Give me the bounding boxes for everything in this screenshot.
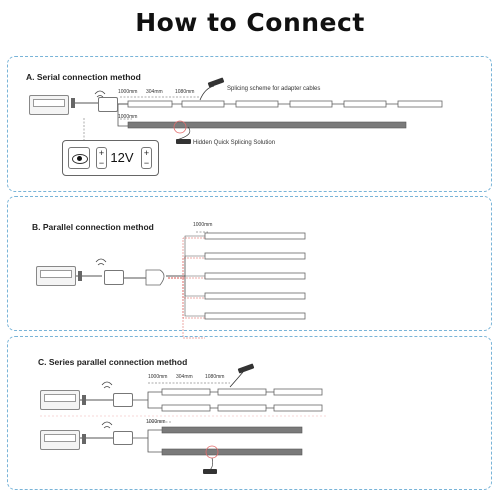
dim-label-1: 1000mm — [118, 89, 138, 95]
hidden-strip — [127, 121, 407, 129]
polarity-left: +− — [96, 147, 107, 169]
voltage-label: 12V — [110, 150, 134, 165]
page-title: How to Connect — [135, 8, 365, 37]
dim-label-c3: 1080mm — [205, 374, 225, 380]
remote-controller-c1 — [40, 390, 80, 410]
section-b-title: B. Parallel connection method — [32, 222, 154, 232]
hidden-strip-c1 — [161, 426, 303, 434]
remote-controller-c2 — [40, 430, 80, 450]
dim-label-2: 304mm — [146, 89, 163, 95]
panel-series-parallel — [7, 336, 492, 490]
power-supply-box: +− 12V +− — [62, 140, 159, 176]
section-c-title: C. Series parallel connection method — [38, 357, 188, 367]
remote-controller-b — [36, 266, 76, 286]
plug-icon-c2 — [82, 434, 86, 444]
dim-label-c2: 304mm — [176, 374, 193, 380]
polarity-right: +− — [141, 147, 152, 169]
parallel-strip-rows — [204, 232, 306, 320]
plug-icon-c1 — [82, 395, 86, 405]
hidden-splice-connector-icon-c — [203, 469, 217, 474]
dim-label-4: 1000mm — [118, 114, 138, 120]
plug-icon-b — [78, 271, 82, 281]
dim-label-c4: 1000mm — [146, 419, 166, 425]
dim-label-b: 1000mm — [193, 222, 213, 228]
splice-note: Splicing scheme for adapter cables — [227, 86, 321, 92]
series-parallel-strips-top — [161, 388, 323, 412]
controller-box-c2 — [113, 431, 133, 445]
hidden-strip-c2 — [161, 448, 303, 456]
controller-box-b — [104, 270, 124, 285]
remote-controller — [29, 95, 69, 115]
dim-label-3: 1080mm — [175, 89, 195, 95]
panel-serial — [7, 56, 492, 192]
hidden-splice-connector-icon — [176, 139, 191, 144]
dim-label-c1: 1000mm — [148, 374, 168, 380]
hidden-splice-note: Hidden Quick Splicing Solution — [193, 140, 276, 146]
plug-icon — [71, 98, 75, 108]
eye-icon — [68, 147, 90, 169]
controller-box-c1 — [113, 393, 133, 407]
section-a-title: A. Serial connection method — [26, 72, 141, 82]
controller-box — [98, 97, 118, 112]
panel-parallel — [7, 196, 492, 331]
